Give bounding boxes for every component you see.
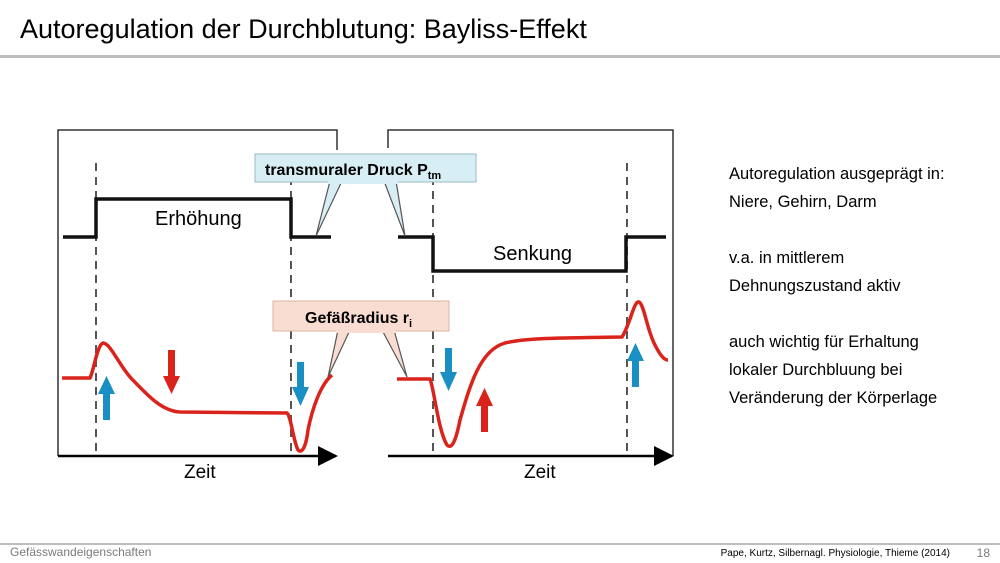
right-axis-label: Zeit — [524, 462, 556, 483]
pressure-label: transmuraler Druck Ptm — [265, 162, 441, 182]
pressure-label-main: transmuraler Druck P — [265, 162, 428, 179]
radius-label: Gefäßradius ri — [305, 310, 412, 330]
radius-callout-pointer-left — [327, 329, 351, 378]
pressure-label-subscript: tm — [428, 170, 442, 182]
radius-callout-box — [272, 300, 450, 332]
radius-label-main: Gefäßradius r — [305, 310, 409, 327]
left-blue-down-arrow — [292, 362, 309, 406]
left-panel-frame — [57, 129, 338, 456]
left-axis-label: Zeit — [184, 462, 216, 483]
title-divider — [0, 55, 1000, 58]
left-red-down-arrow — [163, 350, 180, 394]
footer-citation: Pape, Kurtz, Silbernagl. Physiologie, Th… — [720, 548, 950, 559]
left-radius-curve — [62, 341, 334, 453]
right-red-up-arrow — [476, 388, 493, 432]
slide-title: Autoregulation der Durchblutung: Bayliss… — [20, 14, 587, 44]
footer-section-title: Gefässwandeigenschaften — [10, 545, 152, 559]
right-pressure-step — [398, 235, 666, 273]
pressure-callout-pointer-left — [315, 180, 343, 237]
footer-divider — [0, 543, 1000, 545]
note-organs: Autoregulation ausgeprägt in: Niere, Geh… — [729, 165, 945, 211]
left-panel: Erhöhung Zeit — [57, 129, 338, 483]
note-stretch-state: v.a. in mittlerem Dehnungszustand aktiv — [729, 249, 901, 295]
right-blue-up-arrow — [627, 343, 644, 387]
right-radius-curve — [397, 300, 669, 448]
right-panel: Senkung Zeit — [387, 129, 674, 483]
right-panel-frame — [387, 129, 674, 456]
radius-label-subscript: i — [409, 318, 412, 330]
notes-panel: Autoregulation ausgeprägt in: Niere, Geh… — [729, 160, 991, 440]
left-step-label: Erhöhung — [155, 208, 242, 230]
pressure-callout: transmuraler Druck Ptm — [254, 153, 477, 237]
note-body-position: auch wichtig für Erhaltung lokaler Durch… — [729, 333, 938, 407]
radius-callout: Gefäßradius ri — [272, 300, 450, 378]
pressure-callout-box — [254, 153, 477, 183]
radius-callout-pointer-right — [381, 329, 408, 378]
pressure-callout-pointer-right — [383, 180, 406, 237]
page-number: 18 — [976, 546, 990, 560]
right-step-label: Senkung — [493, 243, 572, 265]
left-pressure-step — [63, 197, 331, 239]
left-blue-up-arrow — [98, 376, 115, 420]
right-blue-down-arrow — [440, 348, 457, 391]
